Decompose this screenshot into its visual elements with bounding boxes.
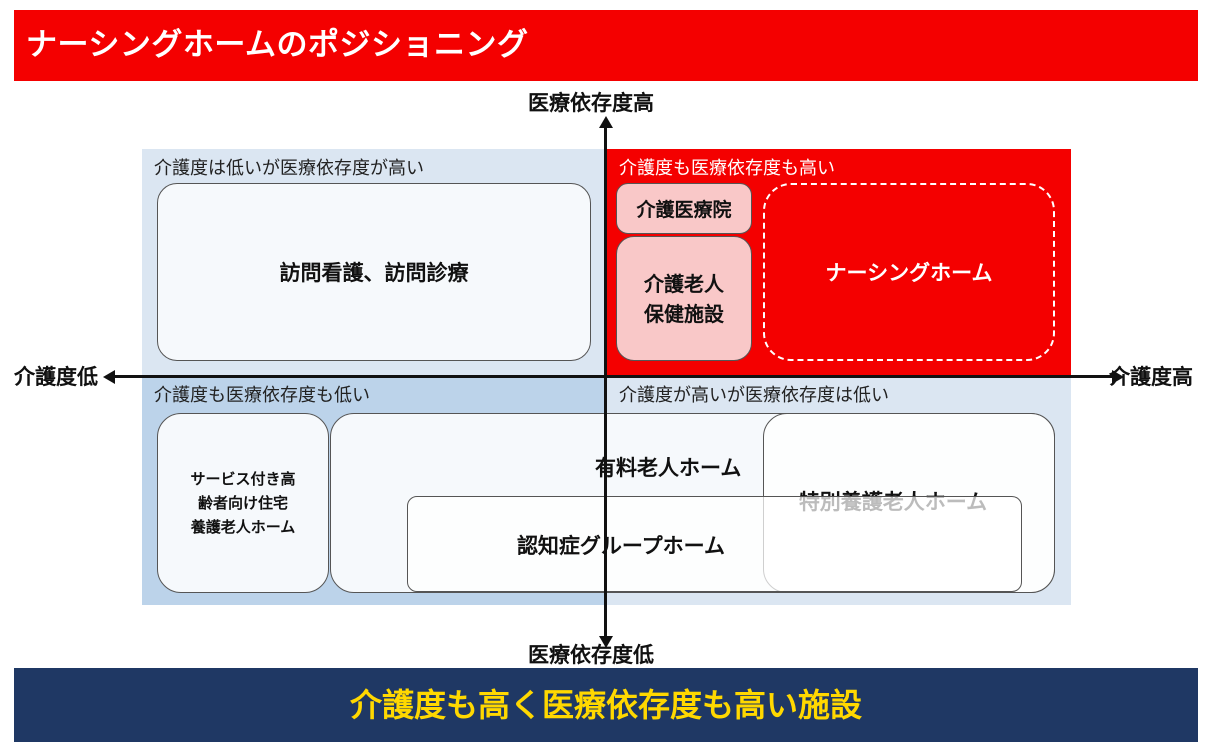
facility-roken-label-line1: 介護老人 — [644, 271, 724, 296]
facility-kaigo-iryoin-label: 介護医療院 — [636, 199, 732, 221]
facility-group-home — [407, 496, 1022, 592]
axis-label-right: 介護度高 — [1109, 365, 1193, 389]
facility-sakoju-label-line1: サービス付き高 — [190, 470, 296, 488]
arrow-up-icon — [599, 116, 613, 128]
facility-sakoju-label-line2: 齢者向け住宅 — [197, 494, 288, 512]
arrow-left-icon — [103, 370, 115, 384]
arrow-down-icon — [599, 636, 613, 648]
facility-roken: 介護老人 保健施設 — [616, 236, 752, 361]
axis-vertical — [604, 126, 607, 638]
facility-yuryo-label: 有料老人ホーム — [595, 456, 742, 480]
facility-visit-nursing-label: 訪問看護、訪問診療 — [279, 261, 469, 285]
facility-sakoju-label-line3: 養護老人ホーム — [190, 518, 296, 536]
quadrant-label-top-left: 介護度は低いが医療依存度が高い — [154, 158, 424, 179]
footer-caption: 介護度も高く医療依存度も高い施設 — [349, 686, 862, 724]
facility-roken-label-line2: 保健施設 — [644, 301, 724, 326]
axis-label-bottom: 医療依存度低 — [528, 643, 654, 667]
axis-label-top: 医療依存度高 — [528, 91, 654, 115]
page-title: ナーシングホームのポジショニング — [26, 27, 529, 63]
facility-sakoju: サービス付き高 齢者向け住宅 養護老人ホーム — [157, 413, 329, 593]
arrow-right-icon — [1112, 370, 1124, 384]
facility-nursing-home: ナーシングホーム — [763, 183, 1055, 361]
footer-banner — [14, 668, 1198, 742]
facility-kaigo-iryoin: 介護医療院 — [616, 183, 752, 234]
axis-horizontal — [112, 375, 1114, 378]
axis-label-left: 介護度低 — [14, 365, 98, 389]
quadrant-label-bottom-left: 介護度も医療依存度も低い — [154, 385, 370, 406]
facility-visit-nursing: 訪問看護、訪問診療 — [157, 183, 591, 361]
facility-group-home-label: 認知症グループホーム — [516, 534, 726, 558]
facility-nursing-home-label: ナーシングホーム — [825, 261, 993, 285]
quadrant-label-top-right: 介護度も医療依存度も高い — [619, 158, 835, 179]
quadrant-label-bottom-right: 介護度が高いが医療依存度は低い — [619, 385, 889, 406]
title-banner — [14, 10, 1198, 81]
